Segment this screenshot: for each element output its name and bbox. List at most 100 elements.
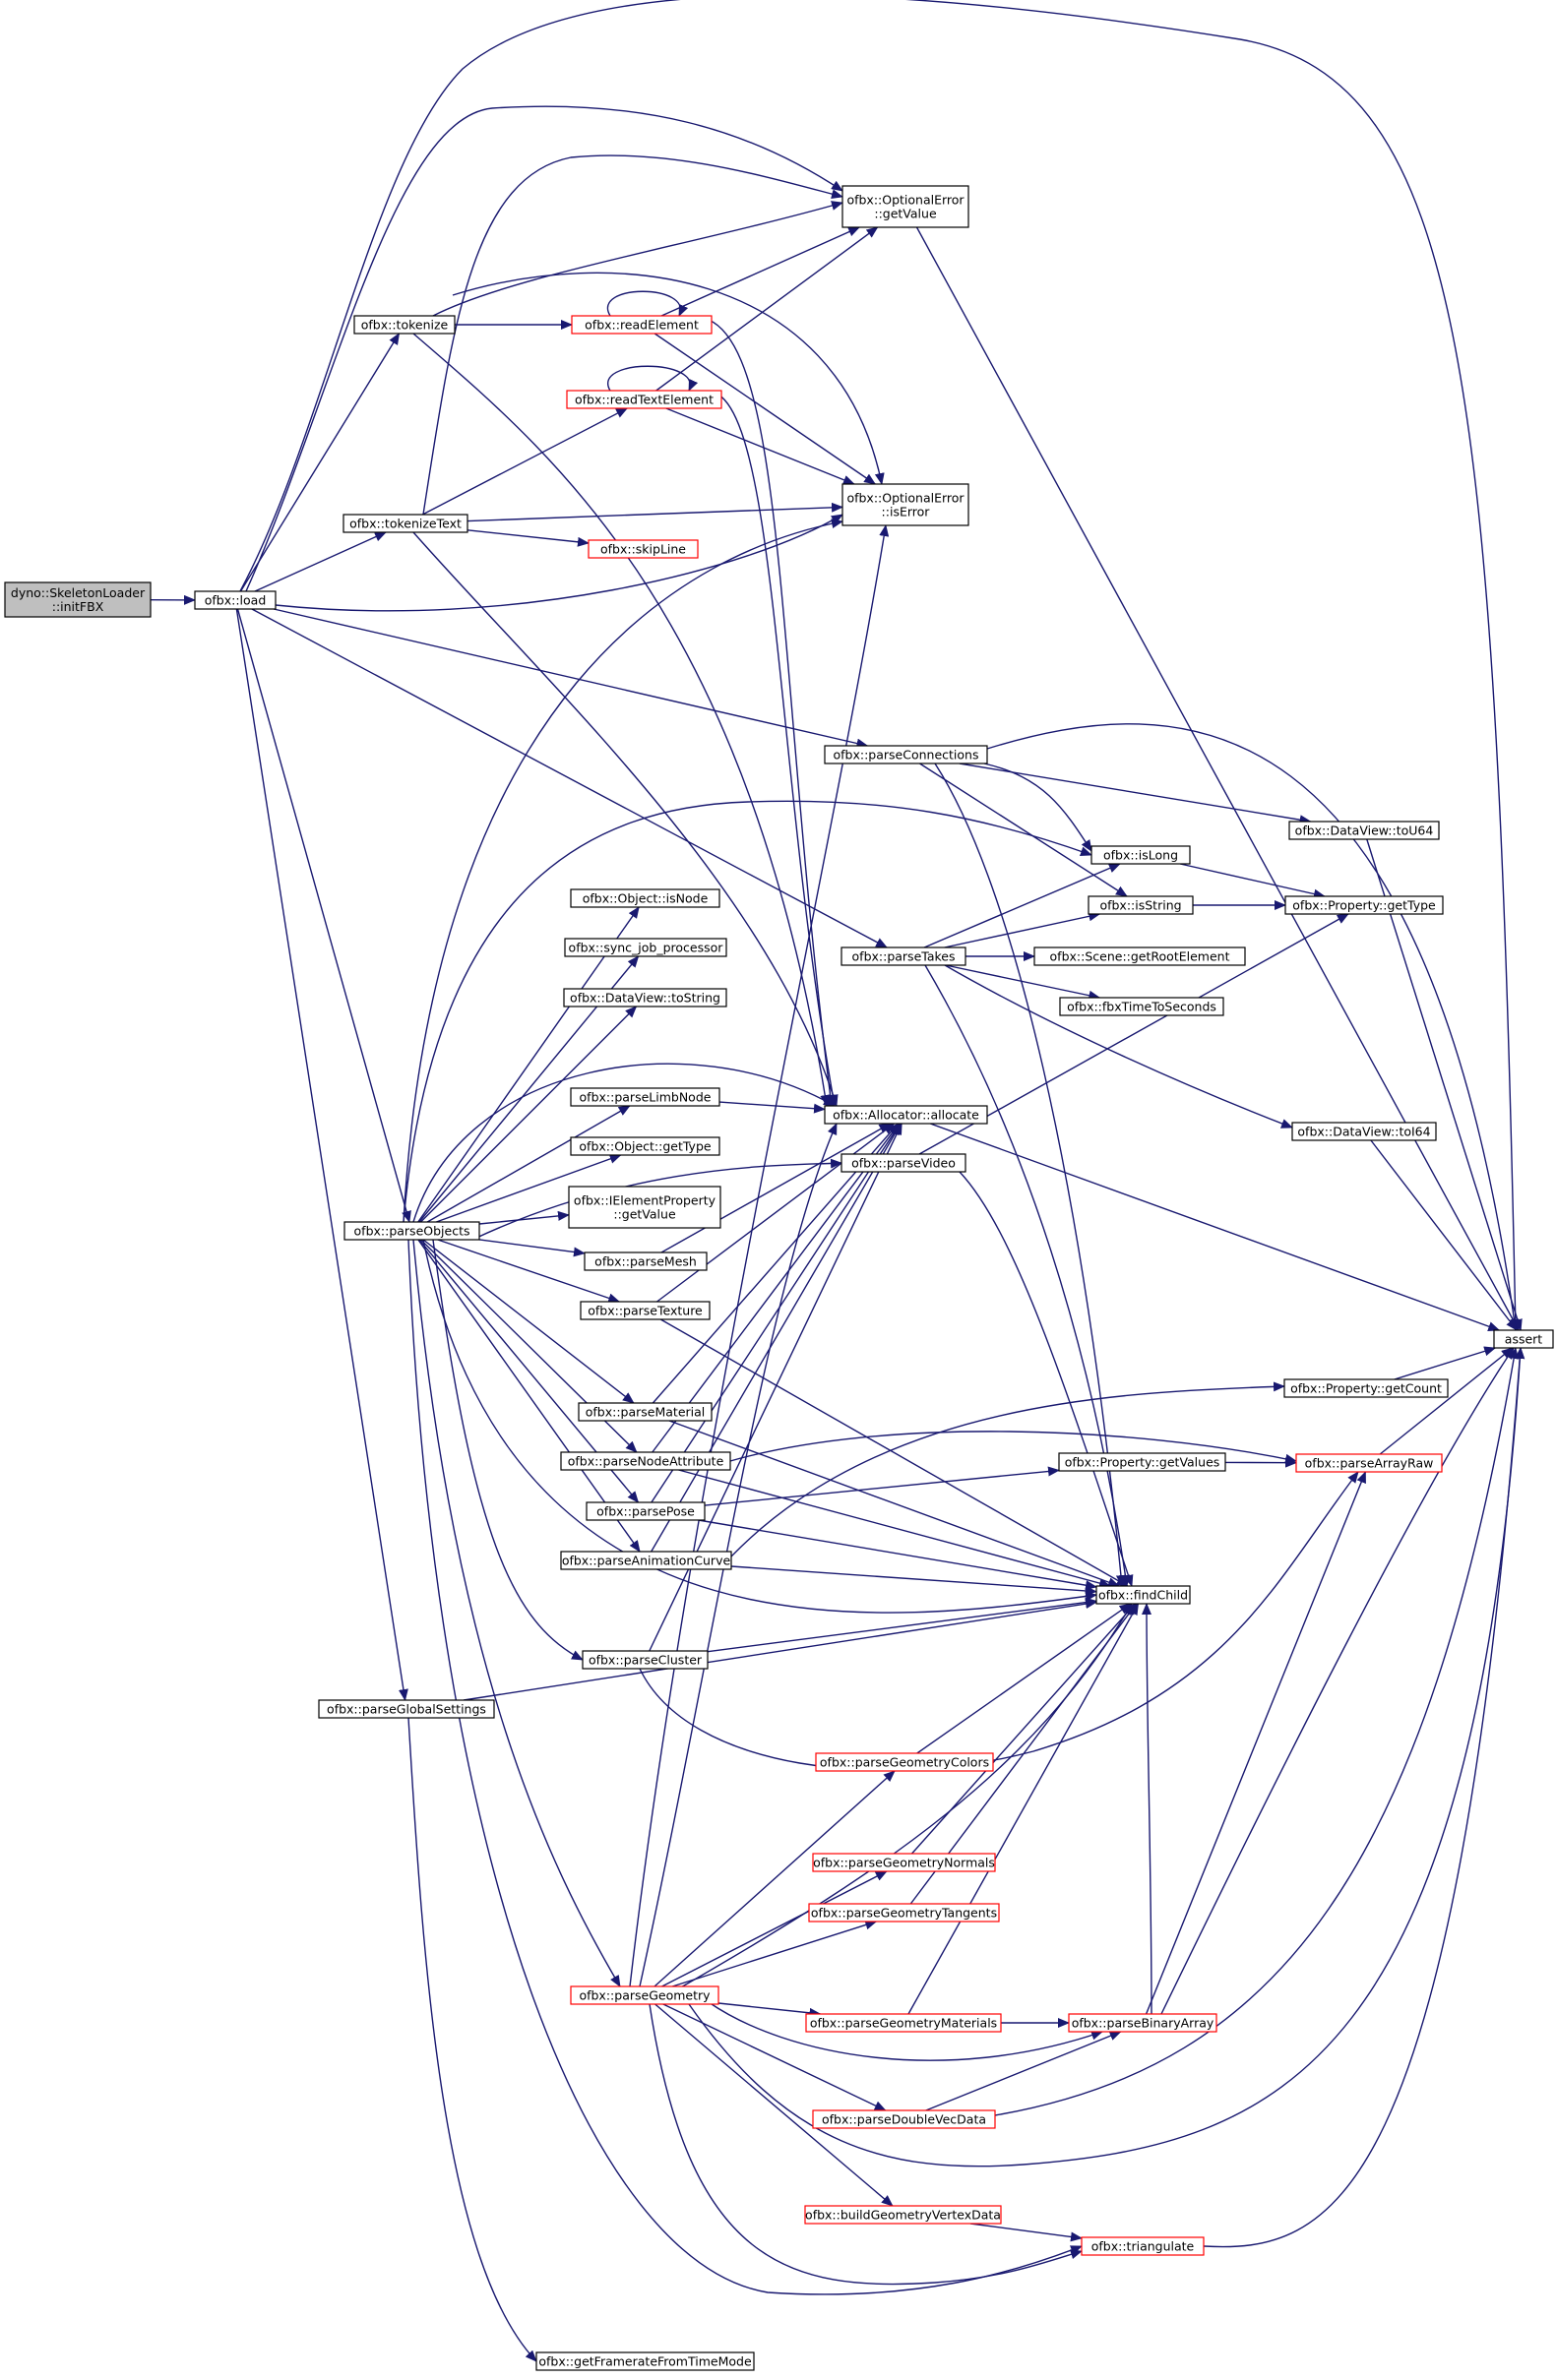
node-box[interactable] [812,2109,996,2129]
node-box[interactable] [1088,895,1194,915]
node-parseArrayRaw[interactable]: ofbx::parseArrayRaw [1295,1453,1443,1473]
node-box[interactable] [570,1136,720,1156]
node-box[interactable] [841,483,969,526]
node-iepGetValue[interactable]: ofbx::IElementProperty::getValue [568,1186,721,1229]
node-box[interactable] [535,2351,755,2371]
node-box[interactable] [1284,895,1444,915]
node-box[interactable] [1058,1452,1226,1472]
node-isNode[interactable]: ofbx::Object::isNode [570,888,720,908]
node-toString[interactable]: ofbx::DataView::toString [563,988,727,1007]
node-parseCluster[interactable]: ofbx::parseCluster [582,1650,709,1670]
node-box[interactable] [570,1087,720,1107]
node-isString[interactable]: ofbx::isString [1088,895,1194,915]
node-isError[interactable]: ofbx::OptionalError::isError [841,483,969,526]
node-box[interactable] [580,1301,711,1320]
node-box[interactable] [1291,1122,1437,1141]
node-parseAnimationCurve[interactable]: ofbx::parseAnimationCurve [560,1551,732,1570]
node-isLong[interactable]: ofbx::isLong [1090,845,1191,865]
node-toU64[interactable]: ofbx::DataView::toU64 [1288,821,1440,840]
node-parseLimbNode[interactable]: ofbx::parseLimbNode [570,1087,720,1107]
node-parseDoubleVecData[interactable]: ofbx::parseDoubleVecData [812,2109,996,2129]
node-box[interactable] [342,514,468,533]
node-box[interactable] [1068,2013,1217,2033]
node-parseGeometryTangents[interactable]: ofbx::parseGeometryTangents [808,1903,1000,1922]
node-box[interactable] [840,1153,966,1173]
node-parseGeometryMaterials[interactable]: ofbx::parseGeometryMaterials [805,2013,1002,2033]
node-parseBinaryArray[interactable]: ofbx::parseBinaryArray [1068,2013,1217,2033]
node-box[interactable] [588,539,699,559]
node-box[interactable] [1295,1453,1443,1473]
node-load[interactable]: ofbx::load [194,590,277,610]
node-allocate[interactable]: ofbx::Allocator::allocate [824,1105,988,1125]
node-box[interactable] [343,1221,480,1241]
node-parseTakes[interactable]: ofbx::parseTakes [840,946,966,966]
node-box[interactable] [563,988,727,1007]
node-objGetType[interactable]: ofbx::Object::getType [570,1136,720,1156]
node-box[interactable] [570,1985,719,2005]
node-box[interactable] [560,1551,732,1570]
node-triangulate[interactable]: ofbx::triangulate [1081,2236,1205,2256]
node-box[interactable] [841,185,969,228]
node-parseMaterial[interactable]: ofbx::parseMaterial [578,1402,713,1422]
node-box[interactable] [1090,845,1191,865]
node-box[interactable] [1288,821,1440,840]
node-box[interactable] [584,1251,708,1271]
node-findChild[interactable]: ofbx::findChild [1095,1585,1191,1605]
node-box[interactable] [353,315,456,335]
node-getValues[interactable]: ofbx::Property::getValues [1058,1452,1226,1472]
node-box[interactable] [578,1402,713,1422]
node-parseConnections[interactable]: ofbx::parseConnections [824,745,988,764]
node-box[interactable] [586,1501,706,1521]
node-box[interactable] [840,946,966,966]
node-box[interactable] [1283,1378,1449,1398]
node-tokenizeText[interactable]: ofbx::tokenizeText [342,514,468,533]
node-parseGeometryNormals[interactable]: ofbx::parseGeometryNormals [812,1853,996,1872]
node-box[interactable] [582,1650,709,1670]
node-box[interactable] [566,390,722,409]
node-toI64[interactable]: ofbx::DataView::toI64 [1291,1122,1437,1141]
node-box[interactable] [571,315,713,335]
node-parseNodeAttribute[interactable]: ofbx::parseNodeAttribute [560,1451,731,1471]
node-box[interactable] [824,1105,988,1125]
node-box[interactable] [1493,1329,1554,1349]
node-parseObjects[interactable]: ofbx::parseObjects [343,1221,480,1241]
node-parseTexture[interactable]: ofbx::parseTexture [580,1301,711,1320]
node-parseGeometryColors[interactable]: ofbx::parseGeometryColors [815,1752,994,1772]
node-getFramerate[interactable]: ofbx::getFramerateFromTimeMode [535,2351,755,2371]
node-box[interactable] [824,745,988,764]
node-fbxTime[interactable]: ofbx::fbxTimeToSeconds [1059,997,1224,1016]
node-box[interactable] [808,1903,1000,1922]
node-parsePose[interactable]: ofbx::parsePose [586,1501,706,1521]
node-box[interactable] [560,1451,731,1471]
node-box[interactable] [564,938,727,957]
node-box[interactable] [1059,997,1224,1016]
node-box[interactable] [812,1853,996,1872]
node-readElement[interactable]: ofbx::readElement [571,315,713,335]
node-box[interactable] [1081,2236,1205,2256]
node-box[interactable] [804,2205,1002,2225]
node-propGetType[interactable]: ofbx::Property::getType [1284,895,1444,915]
node-box[interactable] [1095,1585,1191,1605]
node-box[interactable] [318,1699,495,1719]
node-box[interactable] [815,1752,994,1772]
node-parseVideo[interactable]: ofbx::parseVideo [840,1153,966,1173]
node-box[interactable] [4,581,152,618]
node-getValue[interactable]: ofbx::OptionalError::getValue [841,185,969,228]
node-assert[interactable]: assert [1493,1329,1554,1349]
node-tokenize[interactable]: ofbx::tokenize [353,315,456,335]
node-getRootElement[interactable]: ofbx::Scene::getRootElement [1033,946,1246,966]
node-parseMesh[interactable]: ofbx::parseMesh [584,1251,708,1271]
node-sync[interactable]: ofbx::sync_job_processor [564,938,727,957]
node-getCount[interactable]: ofbx::Property::getCount [1283,1378,1449,1398]
node-box[interactable] [570,888,720,908]
node-box[interactable] [805,2013,1002,2033]
node-buildGeometryVertexData[interactable]: ofbx::buildGeometryVertexData [804,2205,1002,2225]
node-box[interactable] [568,1186,721,1229]
node-parseGeometry[interactable]: ofbx::parseGeometry [570,1985,719,2005]
node-skipLine[interactable]: ofbx::skipLine [588,539,699,559]
node-readTextElement[interactable]: ofbx::readTextElement [566,390,722,409]
node-box[interactable] [194,590,277,610]
node-root[interactable]: dyno::SkeletonLoader::initFBX [4,581,152,618]
node-parseGlobalSettings[interactable]: ofbx::parseGlobalSettings [318,1699,495,1719]
node-box[interactable] [1033,946,1246,966]
